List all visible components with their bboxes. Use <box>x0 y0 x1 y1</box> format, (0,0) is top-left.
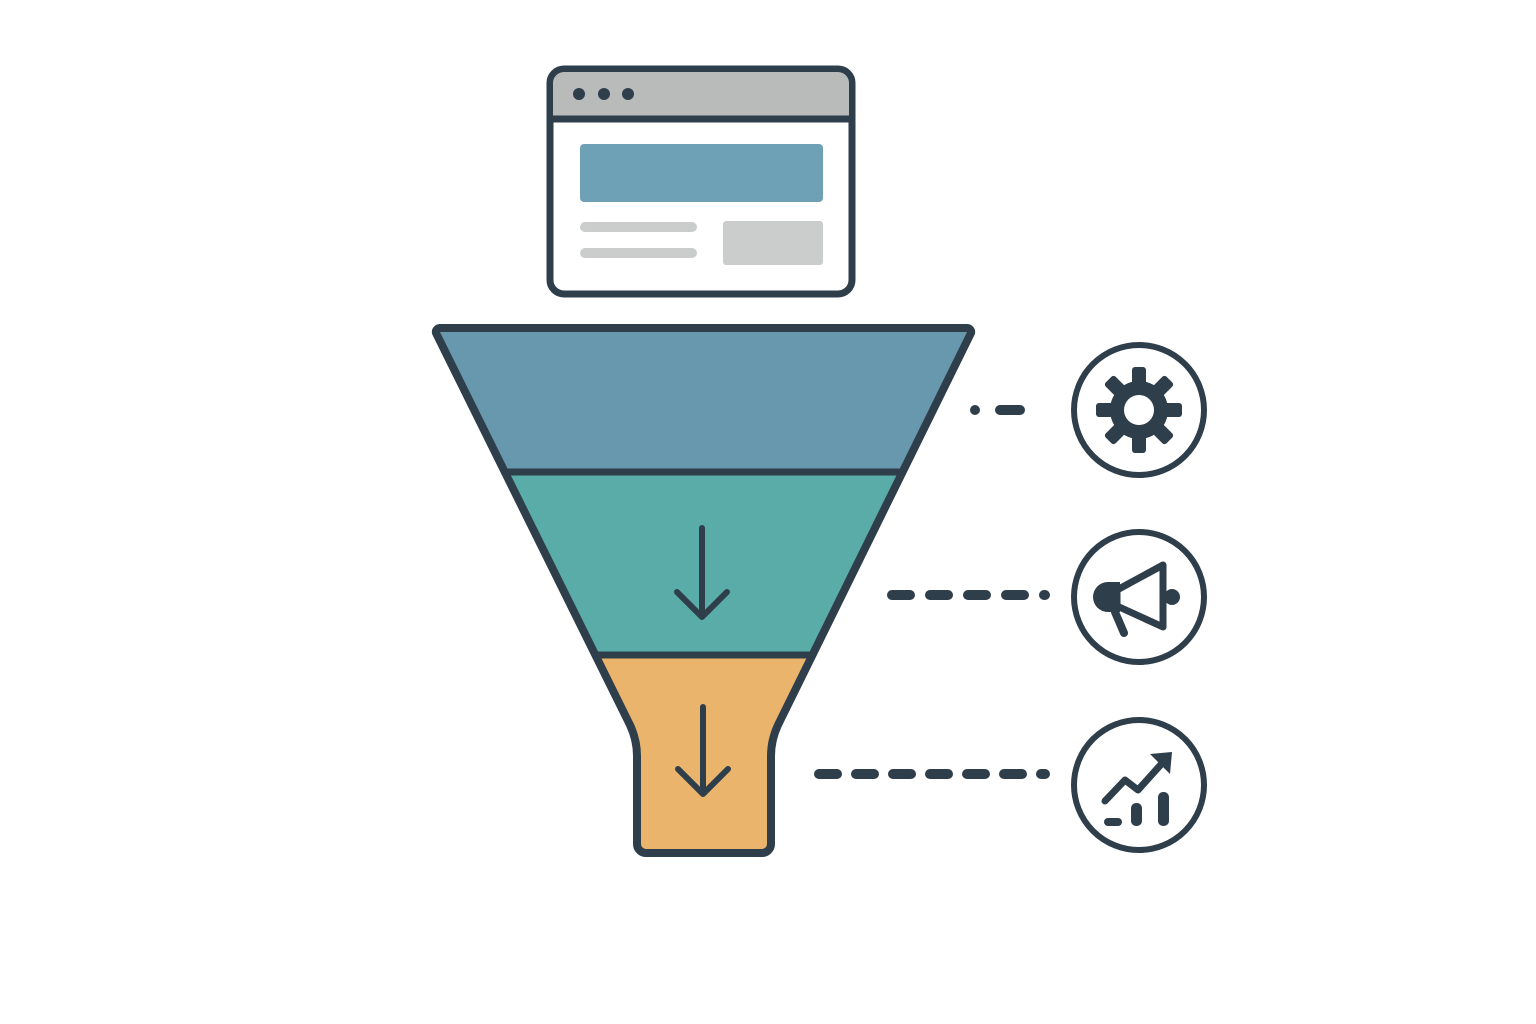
gear-icon <box>1071 342 1207 478</box>
arrow-down-icon <box>674 525 730 620</box>
browser-banner <box>580 144 823 202</box>
megaphone-icon <box>1071 529 1207 665</box>
gear-tooth <box>1096 403 1114 417</box>
window-dot <box>622 88 634 100</box>
funnel-outline <box>431 324 976 857</box>
window-dot <box>573 88 585 100</box>
gear-tooth <box>1132 367 1146 385</box>
connectors <box>814 405 1050 779</box>
browser-window-icon <box>546 65 856 298</box>
browser-titlebar <box>553 72 849 118</box>
image-placeholder <box>723 221 823 265</box>
funnel-stage-top <box>437 328 970 472</box>
growth-chart-icon <box>1071 717 1207 853</box>
window-dot <box>598 88 610 100</box>
arrow-down-icon <box>675 704 731 797</box>
funnel <box>431 324 976 857</box>
gear-tooth <box>1132 435 1146 453</box>
gear-tooth <box>1164 403 1182 417</box>
